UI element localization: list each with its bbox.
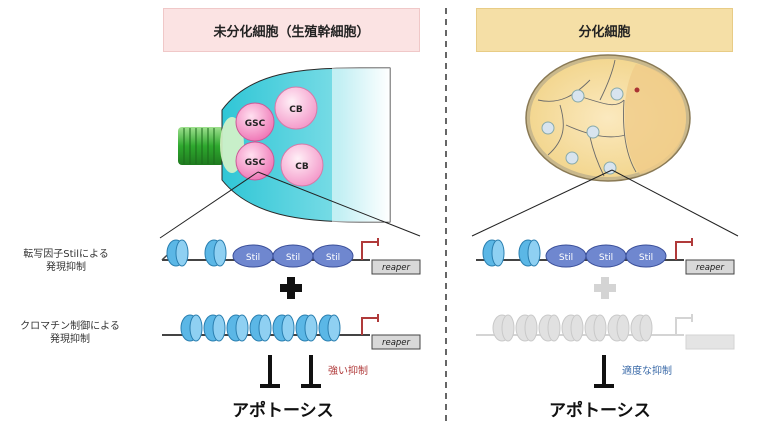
differentiated-cell-illustration — [525, 54, 691, 182]
stil-label: Stil — [639, 253, 653, 263]
gsc-cell-bottom — [235, 141, 275, 181]
inhibition-symbol-left-2 — [301, 355, 321, 388]
nucleosome-array — [180, 314, 341, 342]
row2-label-line1: クロマチン制御による — [20, 321, 120, 332]
plus-sign-left — [280, 277, 302, 299]
promoter-arrow — [361, 317, 378, 335]
promoter-arrow — [361, 241, 378, 260]
reaper-gene-label: reaper — [382, 338, 411, 348]
right-panel-header: 分化細胞 — [476, 8, 733, 52]
row1-label: 転写因子Stilによる 発現抑制 — [0, 248, 132, 274]
stil-protein-3 — [312, 244, 354, 268]
gsc-cell-top — [235, 102, 275, 142]
gsc-label-bottom: GSC — [245, 158, 266, 168]
left-outcome-apoptosis: アポトーシス — [232, 401, 334, 421]
promoter-arrow — [675, 241, 692, 260]
zoom-line-right-b — [611, 169, 739, 237]
nucleosome — [166, 239, 189, 267]
row2-label-line2: 発現抑制 — [50, 334, 90, 345]
reaper-gene-box — [685, 259, 735, 275]
cb-cell-top — [274, 86, 318, 130]
stil-label: Stil — [599, 253, 613, 263]
zoom-line-left-a — [159, 171, 259, 239]
left-row2-chromatin: reaper — [162, 314, 421, 350]
nucleosome — [482, 239, 505, 267]
reaper-gene-label: reaper — [696, 263, 725, 273]
reaper-gene-box — [371, 334, 421, 350]
stil-label: Stil — [286, 253, 300, 263]
stil-protein-3 — [625, 244, 667, 268]
row2-label: クロマチン制御による 発現抑制 — [0, 320, 140, 346]
row1-label-line2: 発現抑制 — [46, 262, 86, 273]
inhibition-symbol-right — [594, 355, 614, 388]
stem-cell-niche-illustration: GSC GSC CB CB — [178, 67, 391, 223]
reaper-gene-label: reaper — [382, 263, 411, 273]
niche-stalk — [178, 127, 224, 165]
cb-label-bottom: CB — [295, 162, 309, 172]
nucleosome — [204, 239, 227, 267]
stil-label: Stil — [559, 253, 573, 263]
stil-label: Stil — [246, 253, 260, 263]
zoom-line-left-b — [257, 171, 421, 237]
left-row1-chromatin: Stil Stil Stil reaper — [161, 238, 421, 275]
row1-label-line1: 転写因子Stilによる — [23, 249, 109, 260]
gsc-label-top: GSC — [245, 119, 266, 129]
zoom-line-right-a — [471, 169, 613, 237]
cb-label-top: CB — [289, 105, 303, 115]
plus-sign-right — [594, 277, 616, 299]
strong-repression-note: 強い抑制 — [328, 366, 368, 377]
moderate-repression-note: 適度な抑制 — [622, 366, 672, 377]
cb-cell-bottom — [280, 143, 324, 187]
stil-label: Stil — [326, 253, 340, 263]
reaper-gene-box-faded — [685, 334, 735, 350]
right-row2-chromatin-faded — [476, 314, 735, 350]
left-panel-header: 未分化細胞（生殖幹細胞） — [163, 8, 420, 52]
reaper-gene-box — [371, 259, 421, 275]
right-outcome-apoptosis: アポトーシス — [549, 401, 651, 421]
inhibition-symbol-left-1 — [260, 355, 280, 388]
right-row1-chromatin: Stil Stil Stil reaper — [476, 238, 735, 275]
nucleosome — [518, 239, 541, 267]
